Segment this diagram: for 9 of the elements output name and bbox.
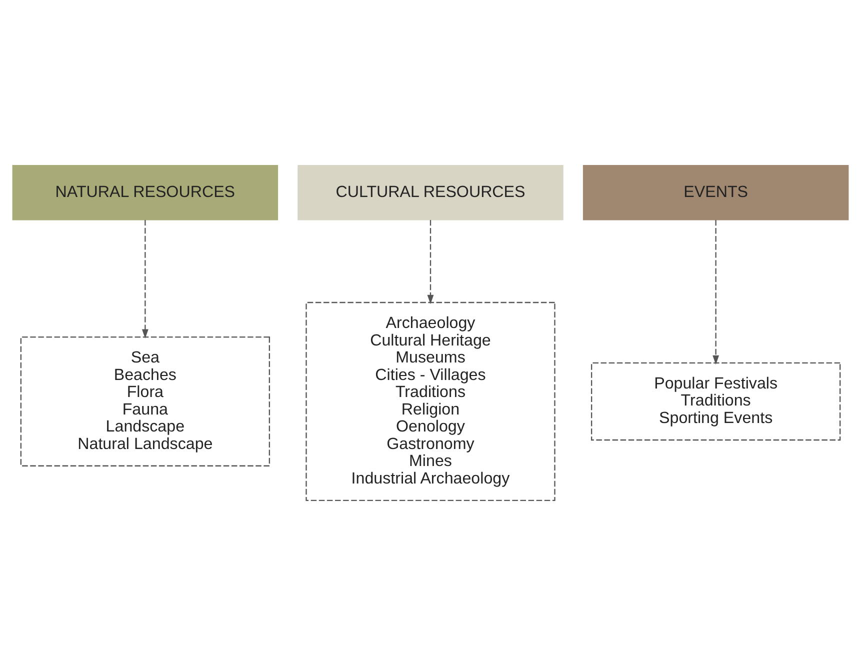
arrow <box>142 220 148 338</box>
node-box: EVENTS <box>582 165 849 220</box>
node-box: Sea Beaches Flora Fauna Landscape Natural Landscape <box>20 336 270 466</box>
node-box: CULTURAL RESOURCES <box>298 165 564 220</box>
node-box: Popular Festivals Traditions Sporting Events <box>591 362 841 441</box>
arrow <box>712 220 720 365</box>
node-box: Archaeology Cultural Heritage Museums Cities - Villages Traditions Religion Oenology Gastronomy Mines Industrial Archaeology <box>306 302 556 501</box>
node-box: NATURAL RESOURCES <box>12 165 278 220</box>
arrow <box>427 220 434 304</box>
